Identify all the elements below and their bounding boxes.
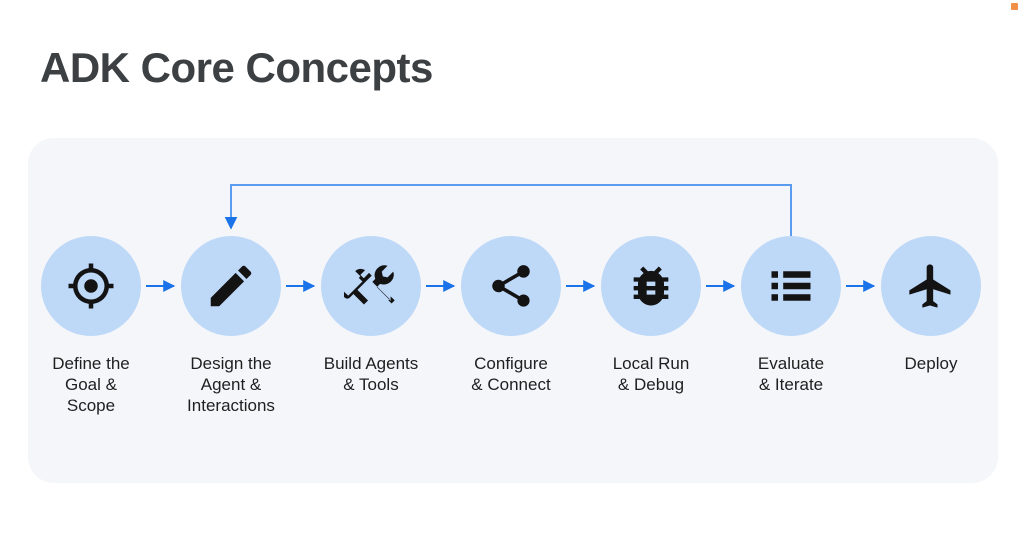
tools-icon	[344, 259, 398, 313]
flow-step-configure-connect[interactable]: Configure & Connect	[441, 236, 581, 395]
step-icon-circle	[321, 236, 421, 336]
flow-step-local-run-debug[interactable]: Local Run & Debug	[581, 236, 721, 395]
flow-step-label: Local Run & Debug	[612, 354, 690, 394]
flow-step-label: Define the Goal & Scope	[52, 354, 130, 415]
airplane-icon	[905, 260, 957, 312]
share-icon	[486, 261, 536, 311]
flow-step-label: Build Agents & Tools	[323, 354, 419, 394]
step-icon-circle	[741, 236, 841, 336]
target-icon	[64, 259, 118, 313]
corner-marker-dot	[1011, 3, 1018, 10]
flow-step-label: Deploy	[904, 354, 958, 373]
step-icon-circle	[601, 236, 701, 336]
flow-step-label: Configure & Connect	[471, 354, 551, 394]
page-title: ADK Core Concepts	[40, 44, 433, 92]
pencil-icon	[204, 259, 258, 313]
step-icon-circle	[41, 236, 141, 336]
step-icon-circle	[461, 236, 561, 336]
flow-step-evaluate-iterate[interactable]: Evaluate & Iterate	[721, 236, 861, 395]
step-icon-circle	[181, 236, 281, 336]
list-icon	[765, 260, 817, 312]
flow-step-build-agents-tools[interactable]: Build Agents & Tools	[301, 236, 441, 395]
flow-step-design-agent[interactable]: Design the Agent & Interactions	[161, 236, 301, 416]
flow-step-label: Evaluate & Iterate	[757, 354, 825, 394]
step-icon-circle	[881, 236, 981, 336]
flow-step-label: Design the Agent & Interactions	[187, 354, 275, 415]
flow-step-define-goal-scope[interactable]: Define the Goal & Scope	[21, 236, 161, 416]
bug-icon	[625, 260, 677, 312]
flow-step-deploy[interactable]: Deploy	[861, 236, 1001, 374]
